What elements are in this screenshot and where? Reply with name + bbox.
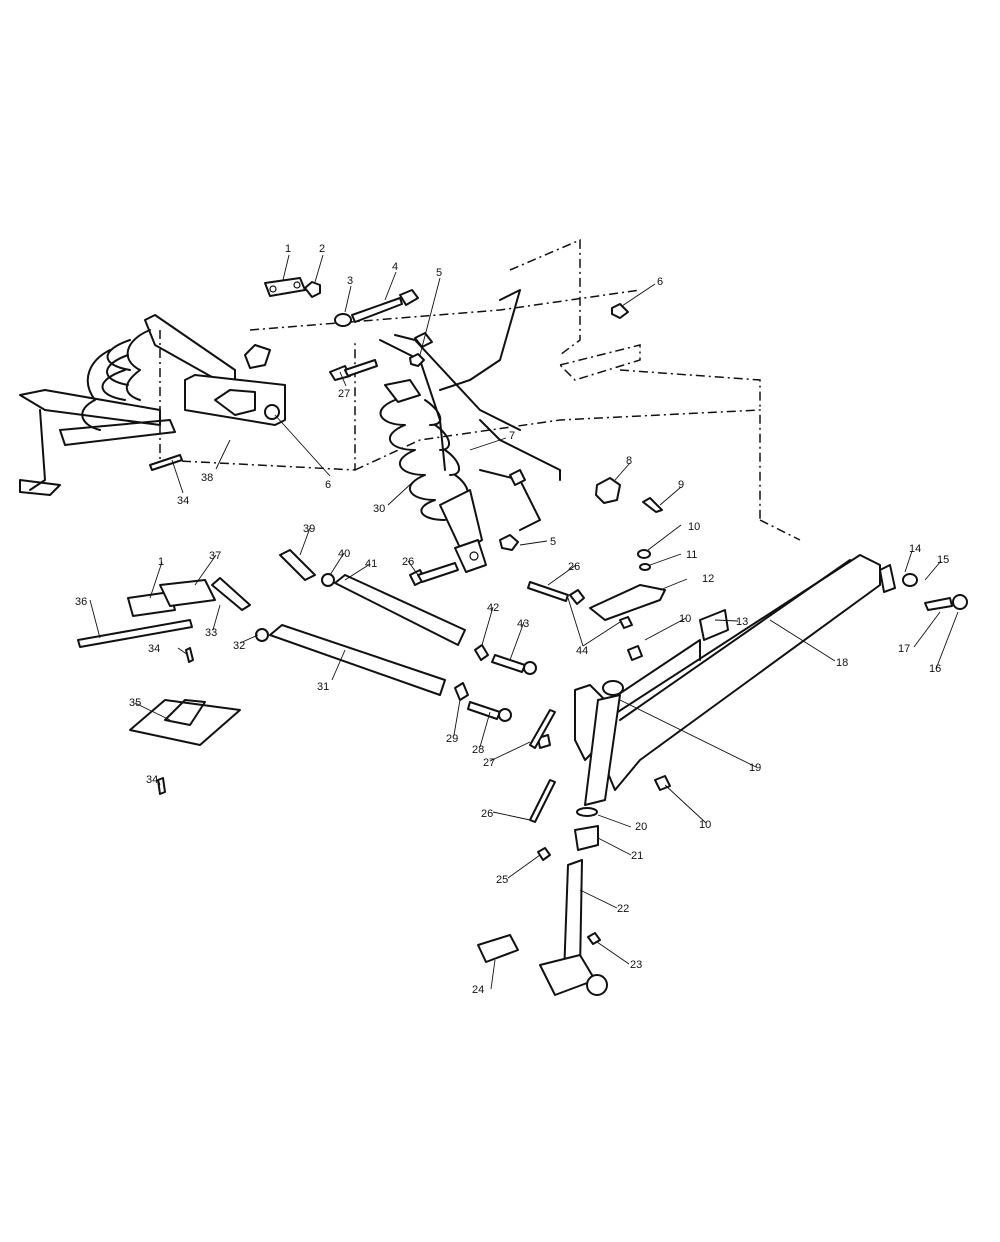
front-bracket-hardware	[77, 579, 216, 663]
callout-36: 36	[75, 596, 87, 608]
callout-27: 27	[338, 388, 350, 400]
callout-37: 37	[209, 550, 221, 562]
trailing-arm	[589, 554, 968, 791]
callout-39: 39	[303, 523, 315, 535]
bracket-12	[527, 549, 666, 661]
callout-18: 18	[836, 657, 848, 669]
shock-lower-hardware	[409, 353, 519, 586]
callout-28: 28	[472, 744, 484, 756]
callout-35: 35	[129, 697, 141, 709]
callout-30: 30	[373, 503, 385, 515]
callout-43: 43	[517, 618, 529, 630]
callout-34: 34	[177, 495, 189, 507]
callout-34: 34	[146, 774, 158, 786]
callout-21: 21	[631, 850, 643, 862]
front-shock-mount	[329, 289, 561, 531]
callout-5: 5	[550, 536, 556, 548]
callout-32: 32	[233, 640, 245, 652]
callout-20: 20	[635, 821, 647, 833]
shock-mount-bracket	[184, 344, 286, 426]
callout-26: 26	[481, 808, 493, 820]
callout-10: 10	[699, 819, 711, 831]
front-shock-absorber	[379, 379, 487, 573]
callout-8: 8	[626, 455, 632, 467]
callout-41: 41	[365, 558, 377, 570]
leader-lines	[89, 254, 959, 990]
callout-42: 42	[487, 602, 499, 614]
callout-34: 34	[148, 643, 160, 655]
callout-26: 26	[402, 556, 414, 568]
callout-29: 29	[446, 733, 458, 745]
callout-13: 13	[736, 616, 748, 628]
bolt-4	[334, 289, 419, 327]
callout-6: 6	[657, 276, 663, 288]
frame-outline	[159, 238, 801, 541]
spindle-assembly	[477, 680, 624, 996]
callout-1: 1	[158, 556, 164, 568]
callout-19: 19	[749, 762, 761, 774]
callout-15: 15	[937, 554, 949, 566]
callout-38: 38	[201, 472, 213, 484]
callout-3: 3	[347, 275, 353, 287]
callout-26: 26	[568, 561, 580, 573]
tie-rods	[211, 549, 537, 722]
callout-labels: 1 2 3 4 5 6 27 38 6 34 30 7 8 9 10 11 12…	[75, 243, 949, 996]
callout-22: 22	[617, 903, 629, 915]
rod-end-8	[595, 477, 663, 513]
callout-16: 16	[929, 663, 941, 675]
callout-31: 31	[317, 681, 329, 693]
callout-6: 6	[325, 479, 331, 491]
callout-11: 11	[686, 549, 697, 561]
skid-plate	[129, 699, 241, 795]
callout-44: 44	[576, 645, 588, 657]
callout-10: 10	[679, 613, 691, 625]
callout-5: 5	[436, 267, 442, 279]
callout-40: 40	[338, 548, 350, 560]
callout-17: 17	[898, 643, 910, 655]
misc-hardware	[149, 303, 671, 823]
callout-14: 14	[909, 543, 921, 555]
callout-10: 10	[688, 521, 700, 533]
callout-9: 9	[678, 479, 684, 491]
callout-33: 33	[205, 627, 217, 639]
callout-25: 25	[496, 874, 508, 886]
callout-12: 12	[702, 573, 714, 585]
callout-2: 2	[319, 243, 325, 255]
callout-23: 23	[630, 959, 642, 971]
upper-link-plate	[264, 277, 321, 298]
rear-left-shock-assembly	[19, 314, 236, 496]
callout-24: 24	[472, 984, 484, 996]
callout-4: 4	[392, 261, 398, 273]
callout-27: 27	[483, 757, 495, 769]
callout-1: 1	[285, 243, 291, 255]
callout-7: 7	[509, 430, 515, 442]
